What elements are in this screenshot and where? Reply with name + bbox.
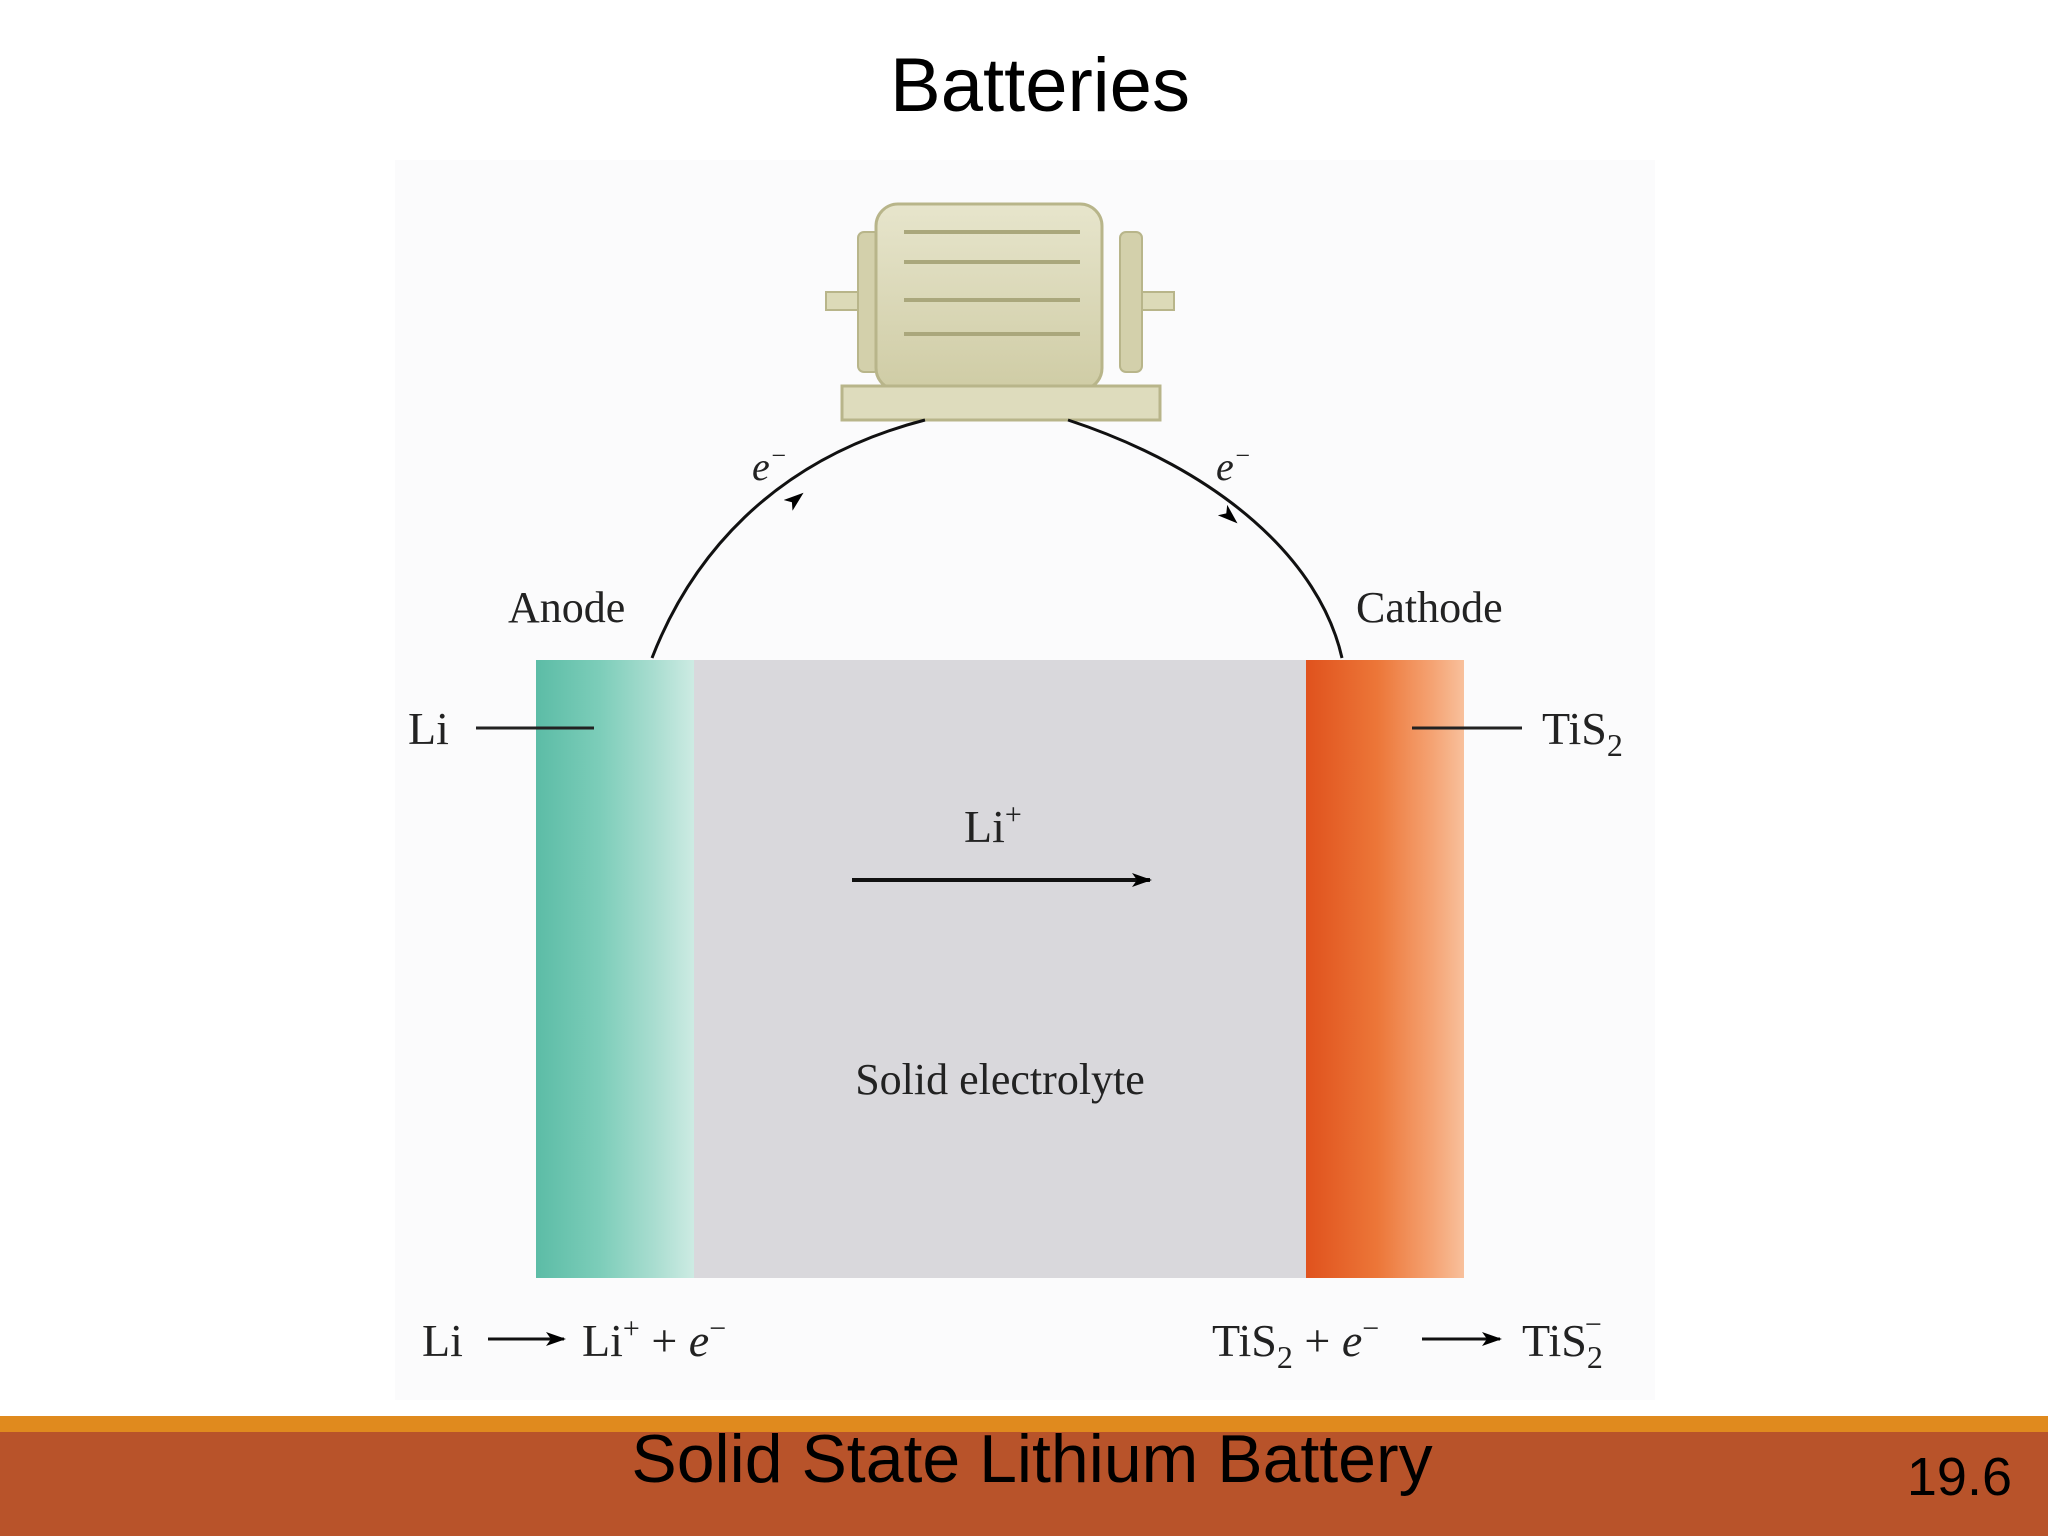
svg-text:Li+ + e−: Li+ + e− (582, 1312, 726, 1366)
footer-bar (0, 1432, 2048, 1536)
slide-number: 19.6 (1906, 1447, 2012, 1507)
electric-motor-icon (825, 202, 1175, 422)
electron-label-right: e− (1216, 441, 1251, 489)
anode-label: Anode (508, 583, 625, 632)
anode-electrode (536, 660, 694, 1278)
electron-wire-right-path (1067, 418, 1344, 659)
anode-reaction: Li Li+ + e− (422, 1312, 726, 1366)
cathode-label: Cathode (1356, 583, 1503, 632)
ion-label: Li+ (964, 798, 1022, 852)
cathode-material-label: TiS2 (1542, 703, 1623, 763)
cathode-electrode (1306, 660, 1464, 1278)
electron-label-left: e− (752, 441, 787, 489)
slide-caption: Solid State Lithium Battery (631, 1421, 1433, 1497)
electron-wire-left-path (650, 418, 926, 659)
cathode-reaction: TiS2 + e− TiS2− (1212, 1308, 1603, 1375)
svg-text:TiS2−: TiS2− (1522, 1308, 1603, 1375)
svg-text:TiS2 + e−: TiS2 + e− (1212, 1312, 1379, 1375)
slide-title: Batteries (890, 43, 1190, 128)
electrolyte-label: Solid electrolyte (855, 1055, 1145, 1104)
footer-accent-line (0, 1416, 2048, 1432)
svg-text:Li: Li (422, 1315, 463, 1366)
anode-material-label: Li (408, 703, 449, 754)
battery-diagram: e− e− Anode Cathode Li TiS2 Li+ Solid el… (408, 202, 1623, 1375)
solid-electrolyte (690, 660, 1308, 1278)
